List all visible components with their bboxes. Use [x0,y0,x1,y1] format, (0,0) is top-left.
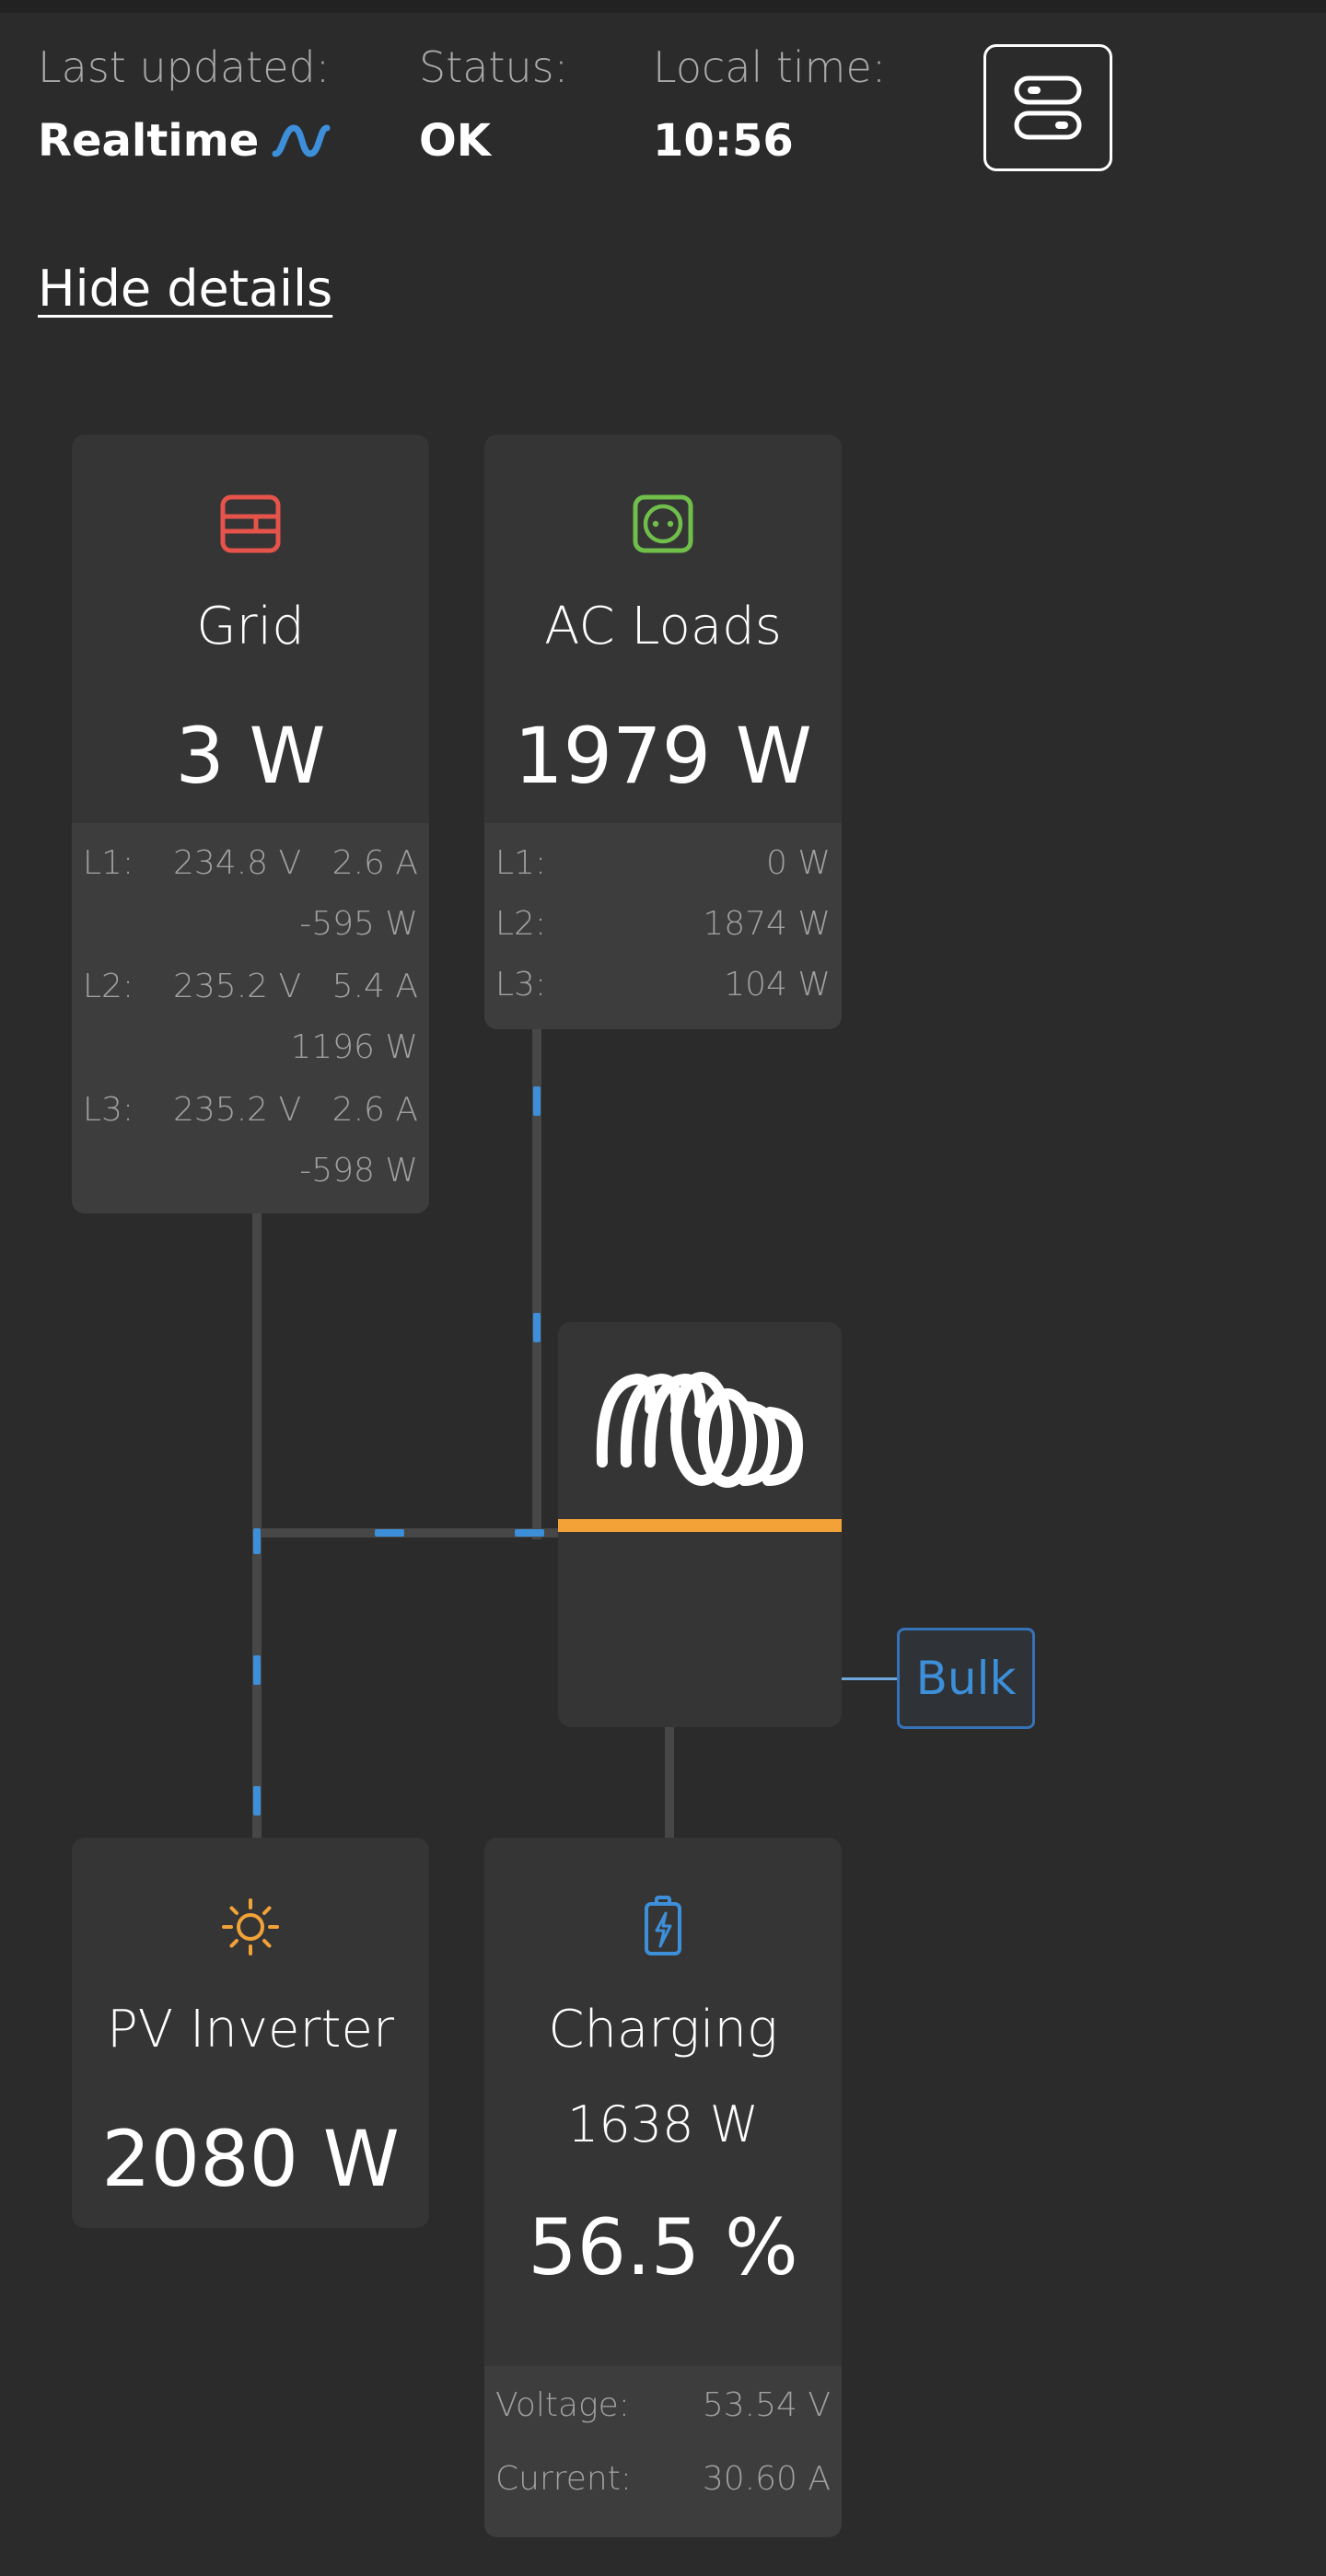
pv-inverter-power: 2080 W [101,2114,400,2204]
phase-label: L3: [83,1091,134,1129]
voltage-label: Voltage: [495,2386,630,2424]
realtime-wave-icon [272,124,331,157]
pv-inverter-title: PV Inverter [107,2000,394,2060]
grid-title: Grid [196,597,305,656]
phase-label: L1: [495,844,547,882]
battery-power: 1638 W [567,2095,759,2153]
status-block: Status: OK [419,39,568,173]
phase-power: 1874 W [703,905,831,943]
toggle-view-button[interactable] [983,44,1112,171]
phase-power: -598 W [299,1152,418,1189]
grid-card[interactable]: Grid 3 W L1: 234.8 V 2.6 A -595 W L2: 23… [72,435,429,1213]
ac-loads-title: AC Loads [544,597,782,656]
local-time-label: Local time: [653,42,887,92]
phase-voltage: 235.2 V [173,968,302,1005]
ac-loads-card[interactable]: AC Loads 1979 W L1: 0 W L2: 1874 W L3: 1… [484,435,842,1029]
flow-dash [533,1086,541,1116]
battery-soc: 56.5 % [528,2202,798,2292]
phase-label: L2: [83,968,134,1005]
phase-voltage: 235.2 V [173,1091,302,1129]
realtime-text: Realtime [38,115,260,167]
phase-power: 0 W [766,844,831,882]
phase-current: 2.6 A [332,1091,418,1129]
battery-voltage-row: Voltage: 53.54 V [495,2375,831,2436]
ac-loads-details: L1: 0 W L2: 1874 W L3: 104 W [484,823,842,1029]
phase-power: -595 W [299,905,418,943]
last-updated-block: Last updated: Realtime [38,39,331,173]
flow-dash [515,1529,544,1537]
last-updated-value: Realtime [38,109,331,173]
phase-power: 1196 W [290,1028,418,1066]
hide-details-link[interactable]: Hide details [38,260,333,318]
sun-icon [72,1897,429,1957]
grid-meter-icon [72,493,429,554]
ac-phase-row: L2: 1874 W [495,897,831,952]
ac-bus-connector [252,1528,562,1537]
flow-dash [533,1313,541,1342]
voltage-value: 53.54 V [702,2386,831,2424]
toggle-switches-icon [1014,75,1082,140]
power-socket-icon [484,493,842,554]
phase-label: L2: [495,905,547,943]
current-label: Current: [495,2460,632,2498]
phase-label: L1: [83,844,134,882]
battery-charging-icon [484,1895,842,1957]
top-bar [0,0,1326,13]
inverter-charger-card[interactable] [558,1322,842,1727]
grid-phase-power-row: -598 W [83,1143,418,1199]
flow-dash [253,1655,261,1685]
ac-phase-row: L1: 0 W [495,836,831,891]
ac-loads-power: 1979 W [514,711,812,801]
flow-dash [253,1786,261,1816]
phase-label: L3: [495,966,547,1004]
grid-phase-row: L1: 234.8 V 2.6 A [83,836,418,891]
grid-phase-power-row: -595 W [83,897,418,952]
phase-current: 2.6 A [332,844,418,882]
phase-power: 104 W [724,966,831,1004]
charge-state-badge: Bulk [897,1628,1035,1729]
status-label: Status: [419,42,569,92]
grid-phase-row: L3: 235.2 V 2.6 A [83,1083,418,1138]
current-value: 30.60 A [702,2460,831,2498]
ac-phase-row: L3: 104 W [495,957,831,1013]
battery-card[interactable]: Charging 1638 W 56.5 % Voltage: 53.54 V … [484,1838,842,2537]
flow-dash [253,1528,261,1554]
grid-phase-row: L2: 235.2 V 5.4 A [83,959,418,1015]
inverter-battery-connector [665,1725,674,1841]
battery-current-row: Current: 30.60 A [495,2449,831,2510]
last-updated-label: Last updated: [38,42,331,92]
phase-current: 5.4 A [332,968,418,1005]
pv-inverter-card[interactable]: PV Inverter 2080 W [72,1838,429,2228]
grid-power: 3 W [175,711,326,801]
victron-logo-icon [596,1372,804,1488]
acloads-connector [532,1027,541,1539]
grid-pv-connector [252,1212,262,1839]
grid-details: L1: 234.8 V 2.6 A -595 W L2: 235.2 V 5.4… [72,823,429,1213]
grid-phase-power-row: 1196 W [83,1020,418,1075]
bulk-connector [840,1677,899,1680]
flow-dash [375,1529,404,1537]
phase-voltage: 234.8 V [173,844,302,882]
battery-state: Charging [548,2000,778,2060]
local-time-block: Local time: 10:56 [653,39,886,173]
battery-details: Voltage: 53.54 V Current: 30.60 A [484,2366,842,2537]
inverter-state-bar [558,1519,842,1532]
status-value: OK [419,115,491,167]
local-time-value: 10:56 [653,115,794,167]
